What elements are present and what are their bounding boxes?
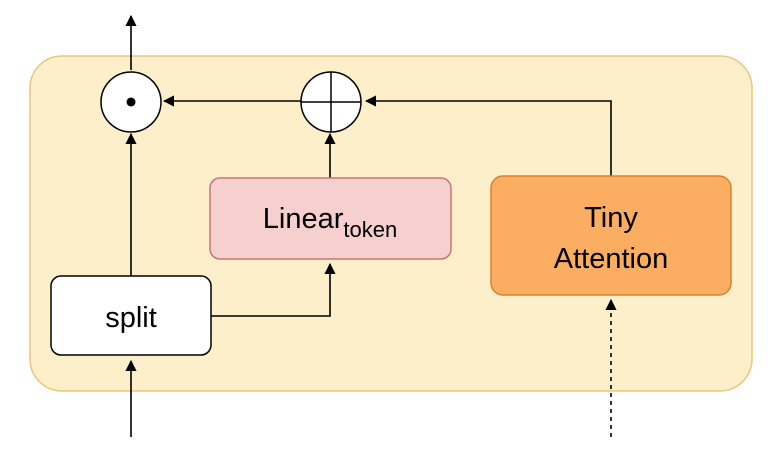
- tiny-attention-node: Tiny Attention: [490, 175, 732, 296]
- tiny-attention-label-line2: Attention: [554, 243, 668, 275]
- circle-plus-icon: [300, 71, 362, 133]
- circle-dot-icon: [100, 71, 162, 133]
- edges: [125, 14, 617, 437]
- linear-token-label: Lineartoken: [263, 203, 397, 242]
- tiny-attention-label-line1: Tiny: [584, 202, 638, 234]
- attention-to-add-arrow: [364, 95, 612, 176]
- linear-token-node: Lineartoken: [209, 177, 452, 260]
- linear-label: Linear: [263, 203, 344, 235]
- split-to-linear-arrow: [211, 262, 336, 317]
- linear-subscript: token: [343, 217, 397, 242]
- split-node: split: [50, 275, 212, 356]
- split-label: split: [105, 302, 157, 334]
